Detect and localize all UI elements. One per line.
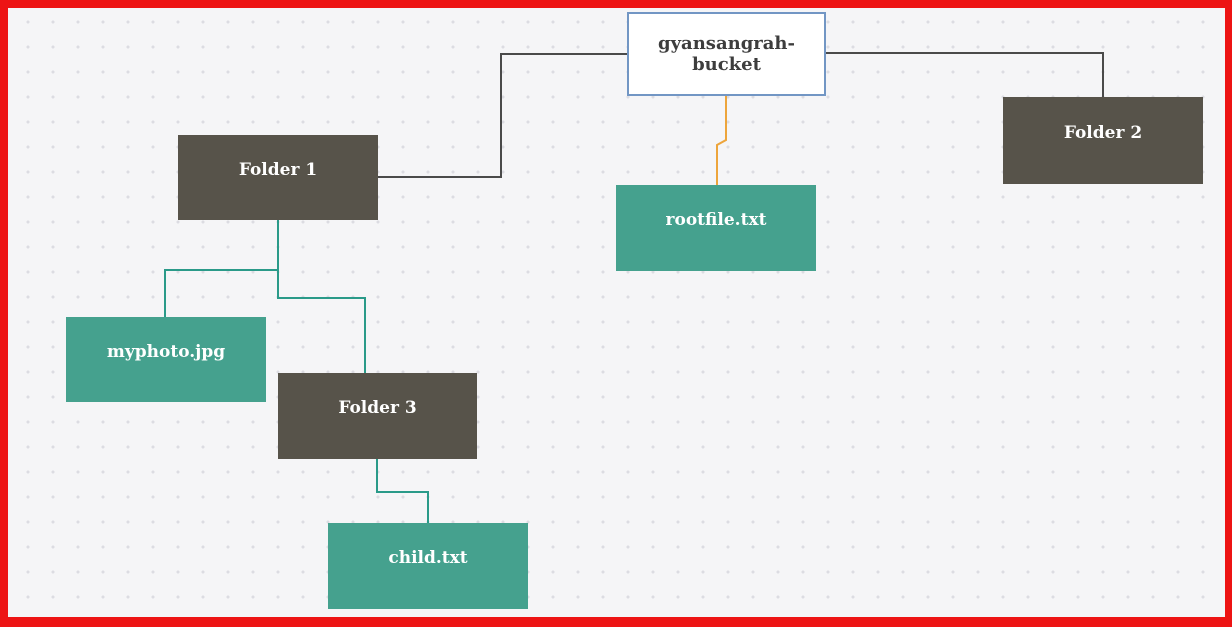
node-folder-3: Folder 3 <box>278 373 477 459</box>
node-myphoto: myphoto.jpg <box>66 317 266 402</box>
node-rootfile-label: rootfile.txt <box>665 210 767 230</box>
edge-bucket-to-folder2 <box>826 52 1104 97</box>
edge-folder1-to-folder3 <box>277 220 366 373</box>
node-myphoto-label: myphoto.jpg <box>106 341 226 362</box>
edge-folder3-to-child <box>376 459 429 523</box>
node-bucket-label: gyansangrah-bucket <box>658 33 795 75</box>
node-folder-2-label: Folder 2 <box>1063 122 1143 143</box>
node-child: child.txt <box>328 523 528 609</box>
node-child-label: child.txt <box>388 548 468 568</box>
edge-folder1-to-myphoto <box>164 220 279 317</box>
node-rootfile: rootfile.txt <box>616 185 816 271</box>
node-folder-2: Folder 2 <box>1003 97 1203 184</box>
edge-bucket-to-folder1 <box>378 53 627 178</box>
edge-bucket-to-rootfile <box>716 96 727 185</box>
node-bucket: gyansangrah-bucket <box>627 12 826 96</box>
node-folder-1: Folder 1 <box>178 135 378 220</box>
node-folder-3-label: Folder 3 <box>338 398 417 418</box>
node-folder-1-label: Folder 1 <box>238 159 318 180</box>
